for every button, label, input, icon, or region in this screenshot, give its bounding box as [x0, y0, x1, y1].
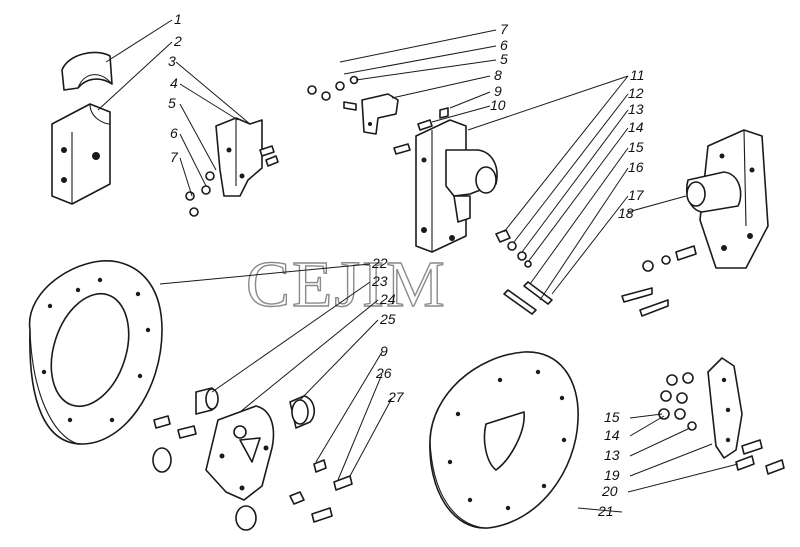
- leader-lines: [97, 19, 739, 513]
- part-22-brake-disc: [28, 260, 163, 445]
- part-19-tapered-plate: [707, 357, 743, 459]
- label-14-lower: 14: [604, 427, 620, 443]
- label-12: 12: [628, 85, 644, 101]
- label-20: 20: [601, 483, 618, 499]
- label-23: 23: [371, 273, 388, 289]
- parts-13-15-nuts: [658, 372, 697, 431]
- label-26: 26: [375, 365, 392, 381]
- label-5-upper: 5: [500, 51, 508, 67]
- label-25: 25: [379, 311, 396, 327]
- label-15-lower: 15: [604, 409, 620, 425]
- label-2: 2: [173, 33, 182, 49]
- label-11: 11: [630, 67, 645, 83]
- part-9-10-screws: [393, 107, 449, 155]
- label-15-upper: 15: [628, 139, 644, 155]
- part-20-bolts: [735, 439, 785, 475]
- label-6-left: 6: [170, 125, 178, 141]
- label-9-upper: 9: [494, 83, 502, 99]
- label-18: 18: [618, 205, 634, 221]
- part-23-bushing: [195, 387, 219, 415]
- upper-fasteners: [307, 75, 359, 111]
- label-10: 10: [490, 97, 506, 113]
- label-19: 19: [604, 467, 620, 483]
- lower-left-fasteners: [152, 415, 353, 531]
- callout-labels: 1 2 3 4 5 6 7 7 6 5 8 9 10 11 12 13 14 1…: [168, 11, 645, 519]
- part-25-spacer: [289, 395, 316, 429]
- label-13-lower: 13: [604, 447, 620, 463]
- label-16: 16: [628, 159, 644, 175]
- label-5-left: 5: [168, 95, 176, 111]
- label-9-lower: 9: [380, 343, 388, 359]
- part-3-clamp-plate: [215, 117, 263, 197]
- label-22: 22: [371, 255, 388, 271]
- part-2-bracket-block: [51, 103, 111, 205]
- label-4: 4: [170, 75, 178, 91]
- nuts-washers-5-6-7: [185, 171, 215, 217]
- part-11-flange-bracket: [415, 119, 498, 253]
- label-8: 8: [494, 67, 502, 83]
- part-18-fasteners: [621, 245, 697, 317]
- label-1: 1: [174, 11, 182, 27]
- part-8-small-bracket: [361, 93, 399, 135]
- bolts-4: [259, 145, 279, 167]
- label-24: 24: [379, 291, 396, 307]
- label-13-upper: 13: [628, 101, 644, 117]
- label-6-upper: 6: [500, 37, 508, 53]
- label-7-upper: 7: [500, 21, 509, 37]
- label-3: 3: [168, 53, 176, 69]
- part-24-caliper-plate: [205, 405, 275, 501]
- label-21: 21: [597, 503, 614, 519]
- watermark-text: CEJIM: [246, 248, 447, 321]
- label-27: 27: [387, 389, 405, 405]
- label-7-left: 7: [170, 149, 179, 165]
- part-18-mount-bracket: [686, 129, 769, 269]
- part-1-saddle-cap: [61, 51, 113, 91]
- parts-12-17-pins: [495, 229, 553, 315]
- label-17: 17: [628, 187, 645, 203]
- label-14-upper: 14: [628, 119, 644, 135]
- part-21-brake-disc: [429, 351, 579, 529]
